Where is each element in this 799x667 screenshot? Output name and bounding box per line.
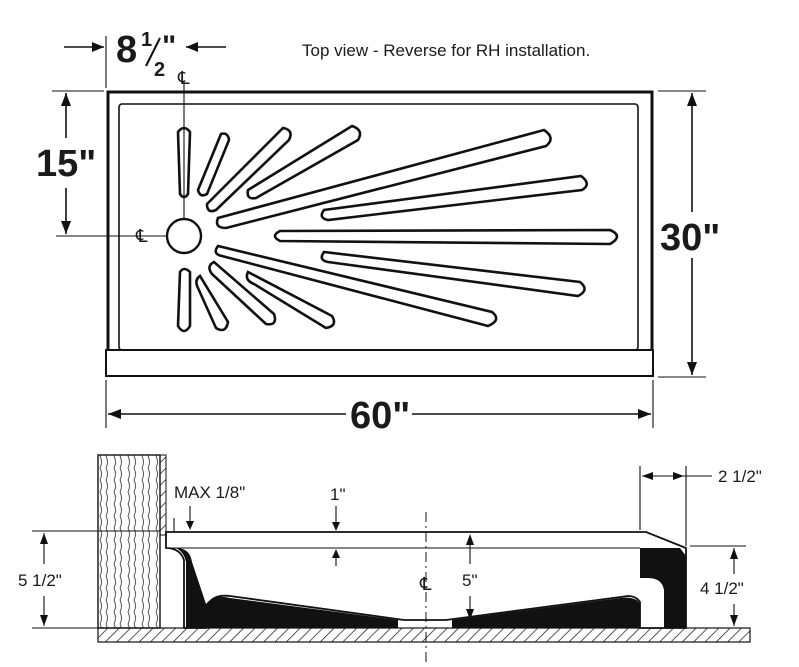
groove — [273, 228, 619, 246]
pan-depth-label: 5" — [462, 571, 478, 590]
dimension-drain-offset: 8 1 2 " — [64, 29, 226, 88]
overall-height-label: 5 1/2" — [18, 571, 62, 590]
section-centerline-symbol: ℄ — [419, 574, 432, 594]
dim-offset-denominator: 2 — [154, 59, 165, 81]
wall-stud — [97, 454, 161, 629]
pan-section-base — [206, 596, 398, 628]
groove — [320, 174, 589, 222]
groove — [176, 267, 192, 333]
groove — [205, 126, 292, 213]
max-gap-label: MAX 1/8" — [174, 483, 245, 502]
drain-circle — [165, 217, 203, 255]
threshold — [105, 349, 654, 377]
dimension-length: 60" — [105, 380, 654, 437]
groove — [208, 260, 277, 326]
floor-hatch — [97, 627, 751, 643]
pan-outline — [106, 90, 654, 360]
dim-width-label: 30" — [660, 217, 720, 259]
pan-section-base-right — [452, 597, 640, 628]
groove — [320, 250, 586, 298]
groove — [246, 124, 362, 200]
wall-board — [159, 454, 167, 536]
top-view: ℄ ℄ 8 1 2 " Top view - Reverse for RH in… — [36, 29, 720, 437]
centerline-symbol-top: ℄ — [177, 68, 190, 88]
dim-depth-label: 15" — [36, 143, 96, 185]
centerline-symbol-left: ℄ — [135, 226, 148, 246]
pan-left-wall — [176, 548, 206, 628]
groove — [215, 128, 552, 230]
groove — [245, 270, 336, 330]
drain-grooves — [176, 124, 619, 333]
groove — [196, 132, 231, 197]
threshold-height-label: 4 1/2" — [700, 579, 744, 598]
rim-step-label: 1" — [330, 485, 346, 504]
dimension-width: 30" — [658, 90, 720, 378]
dim-offset-inch-mark: " — [162, 30, 176, 63]
dim-offset-numerator: 1 — [141, 29, 152, 51]
top-view-caption: Top view - Reverse for RH installation. — [302, 41, 590, 60]
dim-offset-whole: 8 — [116, 29, 137, 71]
flange-width-label: 2 1/2" — [718, 467, 762, 486]
section-view: ℄ MAX 1/8" 1" 2 1/2" 5 1/2" 5" — [18, 454, 762, 662]
groove — [195, 274, 230, 332]
dimension-depth-to-drain: 15" — [36, 90, 104, 234]
groove — [214, 244, 498, 328]
threshold-section — [640, 548, 686, 628]
dim-length-label: 60" — [350, 395, 410, 437]
